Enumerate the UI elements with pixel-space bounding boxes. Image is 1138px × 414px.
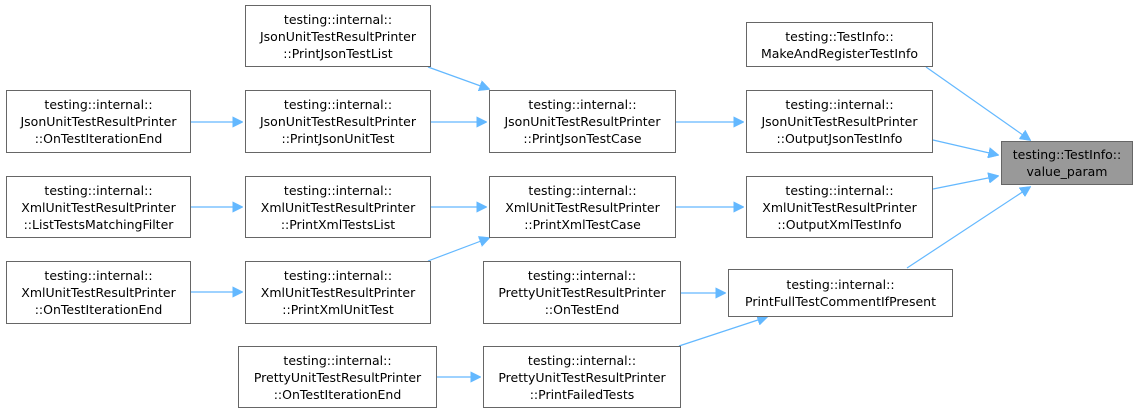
node-label-line: testing::internal:: <box>283 97 393 112</box>
node-label-line: testing::internal:: <box>527 352 637 368</box>
edge-arrow <box>678 317 767 347</box>
node-label-line: PrettyUnitTestResultPrinter <box>498 369 666 385</box>
node-label-line: testing::internal:: <box>44 97 153 112</box>
node-label-line: testing::internal:: <box>785 182 894 198</box>
node-label-line: testing::internal:: <box>528 182 637 198</box>
node-label-line: PrettyUnitTestResultPrinter <box>253 369 422 385</box>
node-label-line: testing::internal:: <box>44 268 153 283</box>
node-label-line: testing::internal:: <box>283 182 393 198</box>
node-label-line: testing::internal:: <box>283 268 393 283</box>
node-label-line: JsonUnitTestResultPrinter <box>259 28 417 44</box>
node-label-line: XmlUnitTestResultPrinter <box>505 199 660 215</box>
node-label-line: testing::internal:: <box>527 268 637 283</box>
edge-arrow <box>932 176 998 190</box>
node-label-line: PrettyUnitTestResultPrinter <box>498 285 666 300</box>
node-output-json-test-info[interactable]: testing::internal:: JsonUnitTestResultPr… <box>746 90 933 153</box>
node-label-line: JsonUnitTestResultPrinter <box>20 114 177 129</box>
node-label-line: ::PrintJsonTestList <box>283 45 393 61</box>
node-label-line: JsonUnitTestResultPrinter <box>504 114 661 129</box>
node-label-line: ::PrintFailedTests <box>529 386 635 402</box>
node-label-line: ::OnTestIterationEnd <box>273 386 402 402</box>
node-label-line: ::OnTestIterationEnd <box>34 302 163 317</box>
node-label-line: PrintFullTestCommentIfPresent <box>745 294 936 309</box>
node-print-json-test-case[interactable]: testing::internal:: JsonUnitTestResultPr… <box>489 90 676 153</box>
node-label-line: JsonUnitTestResultPrinter <box>761 114 918 129</box>
node-label-line: testing::TestInfo:: <box>785 28 894 44</box>
node-label-line: ::PrintJsonUnitTest <box>281 131 395 146</box>
node-label-line: testing::internal:: <box>785 97 894 112</box>
node-label-line: XmlUnitTestResultPrinter <box>21 199 176 215</box>
node-label-line: testing::TestInfo:: <box>1012 147 1122 162</box>
edge-arrow <box>925 66 1030 140</box>
node-print-full-test-comment-if-present[interactable]: testing::internal:: PrintFullTestComment… <box>728 269 953 317</box>
node-label-line: ::ListTestsMatchingFilter <box>23 216 174 232</box>
node-label-line: XmlUnitTestResultPrinter <box>260 285 416 300</box>
node-json-on-test-iteration-end[interactable]: testing::internal:: JsonUnitTestResultPr… <box>6 90 191 153</box>
node-label-line: ::PrintJsonTestCase <box>523 131 642 146</box>
node-label-line: XmlUnitTestResultPrinter <box>762 199 917 215</box>
node-make-and-register-test-info[interactable]: testing::TestInfo:: MakeAndRegisterTestI… <box>746 22 933 67</box>
node-label-line: JsonUnitTestResultPrinter <box>259 114 417 129</box>
edge-arrow <box>427 66 489 89</box>
node-label-line: testing::internal:: <box>283 352 392 368</box>
node-print-json-unit-test[interactable]: testing::internal:: JsonUnitTestResultPr… <box>245 90 431 153</box>
node-pretty-on-test-end[interactable]: testing::internal:: PrettyUnitTestResult… <box>483 261 681 324</box>
node-print-xml-test-case[interactable]: testing::internal:: XmlUnitTestResultPri… <box>489 176 676 238</box>
edge-arrow <box>427 238 489 262</box>
node-pretty-on-test-iteration-end[interactable]: testing::internal:: PrettyUnitTestResult… <box>238 346 437 408</box>
node-label-line: ::PrintXmlUnitTest <box>282 302 394 317</box>
edge-group <box>191 66 1030 377</box>
node-label-line: ::OutputJsonTestInfo <box>776 131 903 146</box>
node-label-line: XmlUnitTestResultPrinter <box>260 199 416 215</box>
node-pretty-print-failed-tests[interactable]: testing::internal:: PrettyUnitTestResult… <box>483 346 681 408</box>
node-print-xml-tests-list[interactable]: testing::internal:: XmlUnitTestResultPri… <box>245 176 431 238</box>
node-label-line: ::OutputXmlTestInfo <box>777 216 902 232</box>
node-xml-on-test-iteration-end[interactable]: testing::internal:: XmlUnitTestResultPri… <box>6 261 191 324</box>
node-label-line: MakeAndRegisterTestInfo <box>760 45 919 61</box>
edge-arrow <box>906 187 1030 269</box>
node-print-xml-unit-test[interactable]: testing::internal:: XmlUnitTestResultPri… <box>245 261 431 324</box>
node-test-info-value-param: testing::TestInfo:: value_param <box>1001 141 1133 185</box>
node-label-line: testing::internal:: <box>528 97 637 112</box>
node-label-line: testing::internal:: <box>44 182 153 198</box>
node-xml-list-tests-matching-filter[interactable]: testing::internal:: XmlUnitTestResultPri… <box>6 176 191 238</box>
node-label-line: testing::internal:: <box>283 11 393 27</box>
node-output-xml-test-info[interactable]: testing::internal:: XmlUnitTestResultPri… <box>746 176 933 238</box>
node-label-line: ::OnTestEnd <box>544 302 620 317</box>
node-print-json-test-list[interactable]: testing::internal:: JsonUnitTestResultPr… <box>245 5 431 67</box>
node-label-line: ::PrintXmlTestCase <box>524 216 641 232</box>
node-label-line: ::OnTestIterationEnd <box>34 131 163 146</box>
edge-arrow <box>932 139 998 155</box>
node-label-line: testing::internal:: <box>786 277 895 292</box>
node-label-line: ::PrintXmlTestsList <box>280 216 396 232</box>
node-label-line: value_param <box>1026 164 1108 179</box>
node-label-line: XmlUnitTestResultPrinter <box>21 285 176 300</box>
